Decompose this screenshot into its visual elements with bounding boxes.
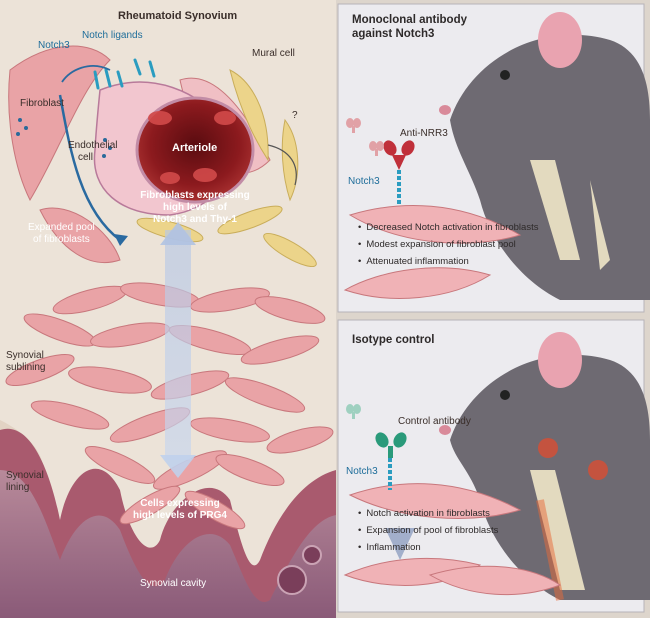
red-blood-cells xyxy=(148,111,236,184)
label-synovial-lining: Synovial lining xyxy=(6,470,44,493)
mural-cells xyxy=(136,69,317,268)
callout-prg4-cells: Cells expressing high levels of PRG4 xyxy=(133,498,227,521)
label-notch3: Notch3 xyxy=(38,40,70,51)
bottom-panel-title: Isotype control xyxy=(352,334,435,346)
label-fibroblast: Fibroblast xyxy=(20,98,64,109)
label-bottom-notch3: Notch3 xyxy=(346,466,378,477)
gradient-arrow xyxy=(165,230,191,460)
control-antibody xyxy=(375,432,407,458)
nucleus-dots xyxy=(16,118,112,158)
cavity-cell xyxy=(277,565,307,595)
mouse-bottom xyxy=(439,332,650,601)
label-endothelial-1: Endothelial xyxy=(68,140,118,151)
top-panel-title: Monoclonal antibody against Notch3 xyxy=(352,14,467,40)
floating-antibody xyxy=(346,118,384,156)
bullet: Decreased Notch activation in fibroblast… xyxy=(358,222,538,233)
bottom-panel-bullets: Notch activation in fibroblasts Expansio… xyxy=(358,508,498,559)
label-expanded-pool: Expanded pool of fibroblasts xyxy=(28,222,95,245)
bullet: Inflammation xyxy=(358,542,498,553)
anti-nrr3-antibody xyxy=(383,140,415,170)
label-endothelial-2: cell xyxy=(78,152,94,163)
callout-fibroblasts-notch3: Fibroblasts expressing high levels of No… xyxy=(140,190,250,225)
bullet: Notch activation in fibroblasts xyxy=(358,508,498,519)
label-synovial-sublining: Synovial sublining xyxy=(6,350,46,373)
synovial-cavity xyxy=(0,470,336,618)
label-question: ? xyxy=(292,110,298,121)
title-rheumatoid-synovium: Rheumatoid Synovium xyxy=(118,10,238,22)
expansion-arrow xyxy=(58,94,121,241)
label-arteriole: Arteriole xyxy=(172,142,218,154)
label-control-antibody: Control antibody xyxy=(398,416,471,427)
question-arrow xyxy=(267,144,297,186)
bullet: Expansion of pool of fibroblasts xyxy=(358,525,498,536)
label-notch-ligands: Notch ligands xyxy=(82,30,143,41)
label-anti-nrr3: Anti-NRR3 xyxy=(400,128,448,139)
label-mural-cell: Mural cell xyxy=(252,48,295,59)
bullet: Attenuated inflammation xyxy=(358,256,538,267)
label-top-notch3: Notch3 xyxy=(348,176,380,187)
label-synovial-cavity: Synovial cavity xyxy=(140,578,207,589)
top-panel-bullets: Decreased Notch activation in fibroblast… xyxy=(358,222,538,273)
floating-control-antibody xyxy=(346,404,361,419)
cavity-cell xyxy=(302,545,322,565)
bullet: Modest expansion of fibroblast pool xyxy=(358,239,538,250)
notch3-receptors xyxy=(93,58,156,90)
